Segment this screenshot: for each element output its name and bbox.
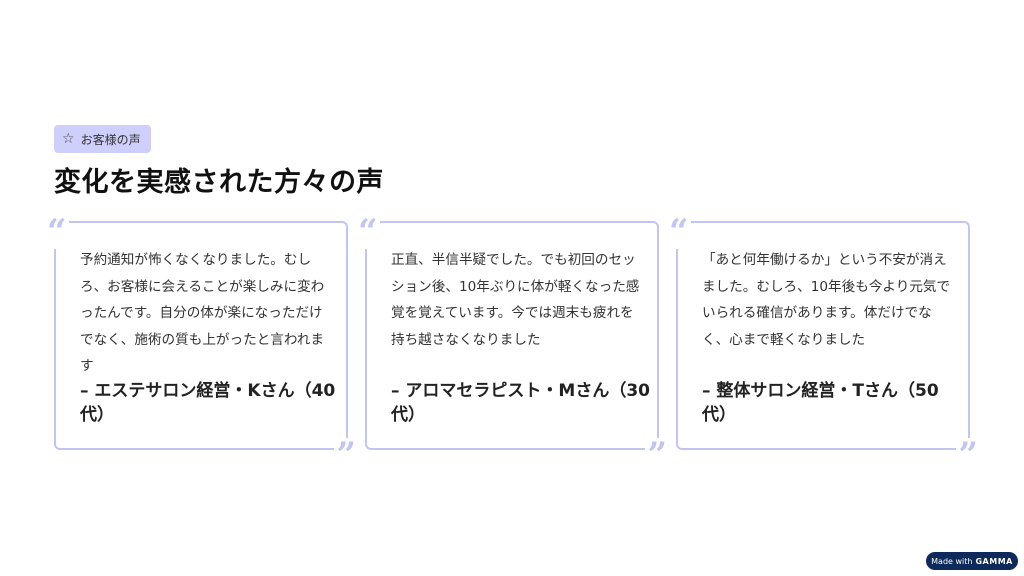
testimonial-quote: 正直、半信半疑でした。でも初回のセッション後、10年ぶりに体が軽くなった感覚を覚…	[391, 252, 640, 348]
testimonial-card: “ 正直、半信半疑でした。でも初回のセッション後、10年ぶりに体が軽くなった感覚…	[356, 215, 669, 472]
testimonial-author: – 整体サロン経営・Tさん（50代）	[702, 381, 939, 425]
testimonial-card: “ 「あと何年働けるか」という不安が消えました。むしろ、10年後も今より元気でい…	[667, 215, 980, 472]
close-quote-icon: ”	[645, 435, 669, 475]
star-icon: ☆	[62, 131, 75, 147]
testimonial-author: – エステサロン経営・Kさん（40代）	[80, 381, 336, 425]
testimonial-quote: 「あと何年働けるか」という不安が消えました。むしろ、10年後も今より元気でいられ…	[702, 252, 951, 348]
open-quote-icon: “	[45, 212, 69, 252]
badge-label: お客様の声	[80, 132, 141, 147]
open-quote-icon: “	[667, 212, 691, 252]
testimonial-quote: 予約通知が怖くなくなりました。むしろ、お客様に会えることが楽しみに変わったんです…	[80, 252, 325, 374]
section-badge: ☆ お客様の声	[54, 125, 151, 153]
close-quote-icon: ”	[334, 435, 358, 475]
gamma-logo: GAMMA	[975, 556, 1013, 566]
testimonial-card: “ 予約通知が怖くなくなりました。むしろ、お客様に会えることが楽しみに変わったん…	[45, 215, 358, 472]
testimonial-author: – アロマセラピスト・Mさん（30代）	[391, 381, 650, 425]
open-quote-icon: “	[356, 212, 380, 252]
made-with-label: Made with	[931, 556, 973, 566]
close-quote-icon: ”	[956, 435, 980, 475]
made-with-gamma-badge[interactable]: Made with GAMMA	[926, 552, 1018, 570]
page-title: 変化を実感された方々の声	[54, 167, 384, 198]
